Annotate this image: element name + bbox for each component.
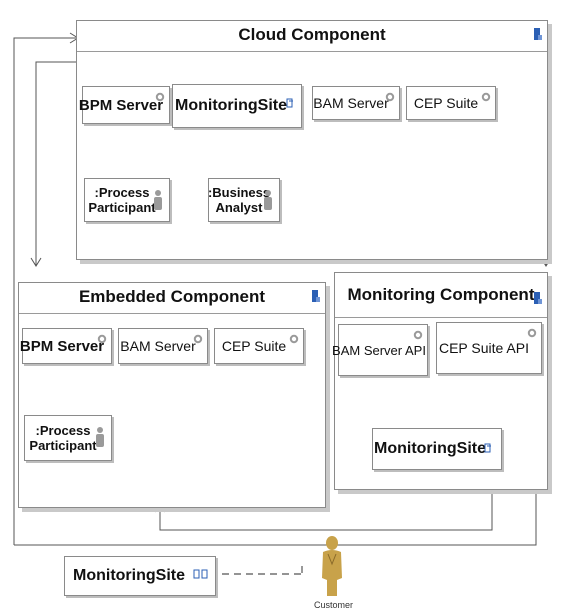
package-icon xyxy=(534,292,542,304)
embedded-process-participant[interactable]: :Process Participant xyxy=(24,415,112,461)
gear-icon xyxy=(481,92,491,102)
person-icon xyxy=(264,190,272,210)
package-icon xyxy=(534,28,542,40)
component-label: BAM Server API xyxy=(332,342,426,358)
component-label: BPM Server xyxy=(78,96,164,114)
package-divider xyxy=(77,51,547,52)
gear-icon xyxy=(289,334,299,344)
gear-icon xyxy=(155,92,165,102)
component-label-line: :Process xyxy=(94,185,150,200)
package-divider xyxy=(335,317,547,318)
customer-actor-icon[interactable] xyxy=(318,534,346,598)
package-title: Embedded Component xyxy=(78,287,266,306)
cloud-monitoring-site[interactable]: MonitoringSite xyxy=(172,84,302,128)
loop-line xyxy=(14,490,537,546)
embedded-component-package: Embedded Component xyxy=(18,282,326,508)
standalone-monitoring-site[interactable]: MonitoringSite xyxy=(64,556,216,596)
gear-icon xyxy=(193,334,203,344)
embedded-bpm-server[interactable]: BPM Server xyxy=(19,328,112,364)
cloud-cep-suite[interactable]: CEP Suite xyxy=(406,86,496,120)
component-label-line: Participant xyxy=(29,438,97,453)
gear-icon xyxy=(97,334,107,344)
package-title: Monitoring Component xyxy=(347,285,535,304)
embedded-cep-suite[interactable]: CEP Suite xyxy=(214,328,304,364)
gear-icon xyxy=(385,92,395,102)
component-label: CEP Suite API xyxy=(438,340,529,356)
package-divider xyxy=(19,313,325,314)
component-label: BPM Server xyxy=(19,337,105,355)
cloud-business-analyst[interactable]: :Business Analyst xyxy=(208,178,280,222)
customer-label: Customer xyxy=(314,600,354,610)
cloud-component-package: Cloud Component xyxy=(76,20,548,260)
component-label-line: Participant xyxy=(88,200,156,215)
component-label: MonitoringSite xyxy=(73,567,185,584)
monitoring-cep-suite-api[interactable]: CEP Suite API xyxy=(436,322,542,374)
component-label: BAM Server xyxy=(313,95,389,111)
component-icon xyxy=(193,569,208,579)
person-icon xyxy=(96,427,104,447)
component-icon xyxy=(484,443,491,453)
component-label-line: :Business xyxy=(207,185,271,200)
package-icon xyxy=(312,290,320,302)
embedded-bam-server[interactable]: BAM Server xyxy=(118,328,208,364)
cloud-bam-server[interactable]: BAM Server xyxy=(312,86,400,120)
cloud-process-participant[interactable]: :Process Participant xyxy=(84,178,170,222)
loop-line xyxy=(13,37,76,545)
component-label: MonitoringSite xyxy=(374,440,486,457)
component-label: CEP Suite xyxy=(413,95,479,111)
component-label: BAM Server xyxy=(120,338,196,354)
gear-icon xyxy=(413,330,423,340)
package-title: Cloud Component xyxy=(238,25,386,44)
component-label: MonitoringSite xyxy=(175,97,287,114)
component-label: CEP Suite xyxy=(221,338,287,354)
person-icon xyxy=(154,190,162,210)
monitoring-bam-server-api[interactable]: BAM Server API xyxy=(332,324,428,376)
monitoring-monitoring-site[interactable]: MonitoringSite xyxy=(372,428,502,470)
loop-line xyxy=(159,490,493,531)
gear-icon xyxy=(527,328,537,338)
component-label-line: Analyst xyxy=(215,200,263,215)
cloud-bpm-server[interactable]: BPM Server xyxy=(78,86,170,124)
component-label-line: :Process xyxy=(35,423,91,438)
component-icon xyxy=(286,98,293,108)
